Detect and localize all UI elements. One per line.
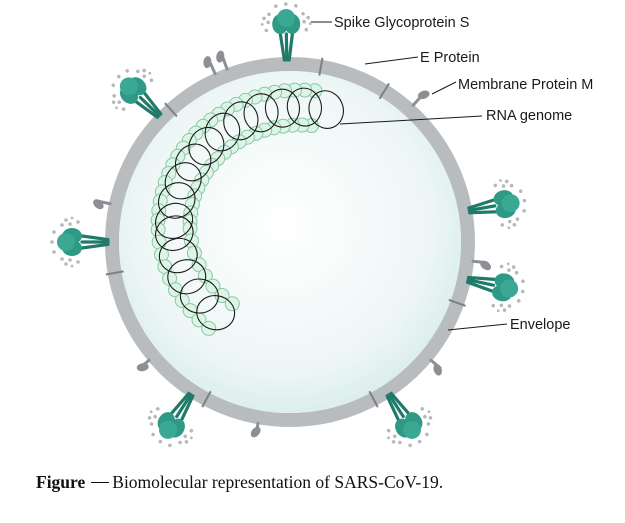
spike-glycoprotein-s <box>465 262 525 313</box>
membrane-protein-m <box>411 90 430 107</box>
rna-loop <box>243 93 279 133</box>
membrane-protein-m <box>93 199 112 210</box>
rna-loop <box>204 112 241 152</box>
label-rna-genome: RNA genome <box>486 108 572 124</box>
spike-glycoprotein-s <box>50 216 110 268</box>
leader-e-protein <box>364 56 419 65</box>
spike-glycoprotein-s <box>260 2 312 62</box>
rna-loop <box>308 90 344 129</box>
nucleocapsid-bead <box>151 234 167 250</box>
sars-cov-diagram: Spike Glycoprotein S E Protein Membrane … <box>50 2 593 448</box>
e-protein-mark <box>368 390 379 408</box>
rna-loop <box>155 215 194 252</box>
e-protein-mark <box>164 102 178 118</box>
envelope-ring <box>105 57 475 427</box>
rna-loop <box>155 202 194 239</box>
leader-membrane <box>431 81 457 95</box>
rna-loop <box>223 101 259 141</box>
rna-loop <box>174 143 212 182</box>
membrane-protein-m <box>471 259 492 271</box>
caption-text: Biomolecular representation of SARS-CoV-… <box>112 472 444 492</box>
label-e-protein: E Protein <box>420 50 480 66</box>
membrane-proteins <box>93 50 492 438</box>
label-envelope: Envelope <box>510 317 570 333</box>
e-protein-mark <box>105 270 124 276</box>
rna-loop <box>157 182 196 219</box>
membrane-protein-m <box>429 358 442 376</box>
e-protein-mark <box>318 57 324 76</box>
e-protein-mark <box>201 390 212 408</box>
membrane-protein-m <box>216 50 229 71</box>
e-protein-mark <box>448 298 467 307</box>
rna-loop <box>286 87 323 127</box>
rna-loop <box>179 278 219 314</box>
caption-dash <box>91 482 110 484</box>
membrane-protein-m <box>203 56 217 76</box>
rna-loop <box>167 259 207 295</box>
membrane-protein-m <box>250 421 261 438</box>
nucleocapsid-proteins <box>150 82 323 336</box>
leader-rna <box>339 115 483 125</box>
label-membrane-protein: Membrane Protein M <box>458 77 593 93</box>
rna-loop <box>264 88 301 128</box>
spike-glycoprotein-s <box>467 179 527 230</box>
figure-caption: Figure Biomolecular representation of SAR… <box>36 472 443 493</box>
rna-genome-coil <box>155 87 344 331</box>
rna-loop <box>188 126 225 166</box>
leader-envelope <box>447 323 508 331</box>
caption-figure-word: Figure <box>36 472 86 492</box>
membrane-protein-m <box>136 358 151 372</box>
spike-glycoprotein-s <box>147 391 195 448</box>
label-spike-glycoprotein: Spike Glycoprotein S <box>334 15 469 31</box>
nucleocapsid-bead <box>224 296 240 312</box>
e-protein-mark <box>378 82 390 100</box>
spike-glycoprotein-s <box>111 68 163 119</box>
nucleocapsid-bead <box>167 282 183 298</box>
rna-loop <box>164 162 202 200</box>
spike-glycoproteins <box>50 2 527 448</box>
rna-loop <box>158 237 198 274</box>
rna-loop <box>196 295 236 331</box>
spike-glycoprotein-s <box>385 391 433 448</box>
